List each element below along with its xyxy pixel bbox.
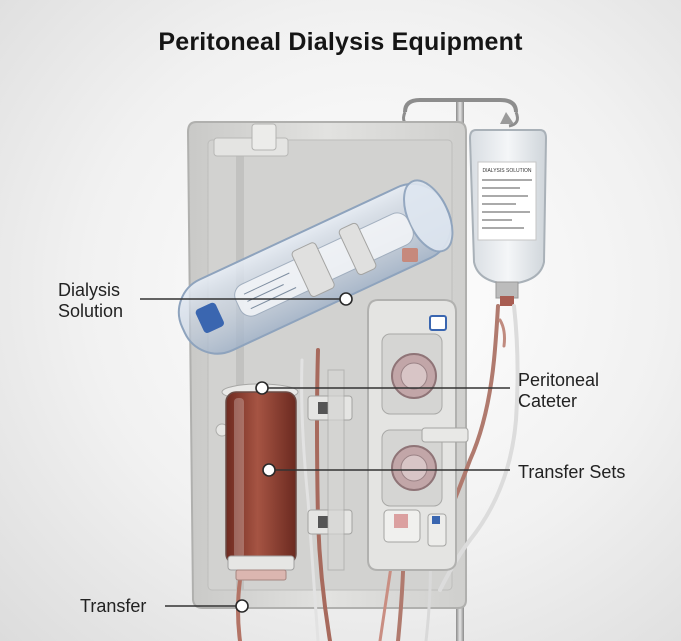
label-peritoneal-cateter-line1: Peritoneal bbox=[518, 370, 600, 390]
label-dialysis-solution-line2: Solution bbox=[58, 301, 124, 321]
callout-markers bbox=[235, 292, 353, 613]
pump-module bbox=[367, 299, 469, 571]
label-transfer: Transfer bbox=[80, 596, 147, 616]
dialysate-bag: DIALYSIS SOLUTION bbox=[468, 112, 548, 306]
label-dialysis-solution-line1: Dialysis bbox=[58, 280, 121, 300]
dialysis-solution-cylinder bbox=[177, 179, 454, 355]
bag-label-heading: DIALYSIS SOLUTION bbox=[482, 168, 531, 174]
label-peritoneal-cateter: Peritoneal Cateter bbox=[518, 370, 599, 412]
label-dialysis-solution: Dialysis Solution bbox=[58, 280, 123, 322]
cylinder-cap bbox=[402, 248, 418, 262]
callout-leaders bbox=[140, 298, 510, 607]
label-peritoneal-cateter-line2: Cateter bbox=[518, 391, 578, 411]
page-title: Peritoneal Dialysis Equipment bbox=[158, 28, 523, 56]
reservoir-cylinder bbox=[221, 383, 299, 581]
label-transfer-sets: Transfer Sets bbox=[518, 462, 626, 482]
